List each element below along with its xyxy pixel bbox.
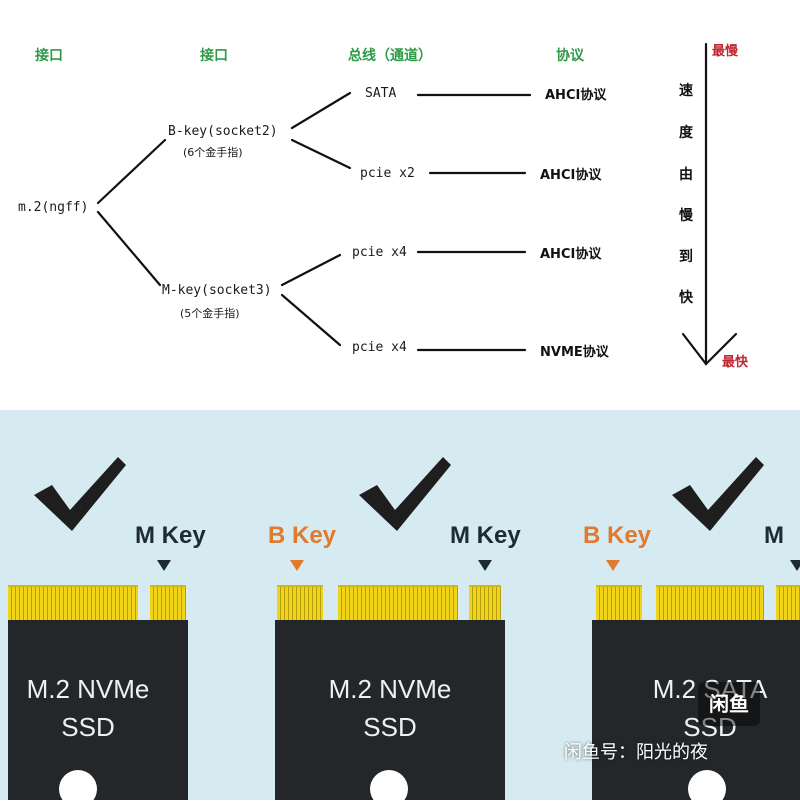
m-key-label: M bbox=[764, 522, 784, 549]
bus-sata: SATA bbox=[365, 86, 397, 101]
gold-contacts bbox=[776, 585, 800, 623]
mkey-label: M-key(socket3) bbox=[162, 283, 272, 298]
gold-contacts bbox=[8, 585, 138, 623]
gold-contacts bbox=[596, 585, 642, 623]
gold-contacts bbox=[277, 585, 323, 623]
m-key-marker-icon bbox=[790, 560, 800, 571]
b-key-marker-icon bbox=[290, 560, 304, 571]
photo-top-border bbox=[0, 400, 800, 410]
m-key-marker-icon bbox=[478, 560, 492, 571]
protocol-nvme: NVME协议 bbox=[540, 345, 609, 360]
mounting-notch bbox=[59, 770, 97, 808]
mkey-sublabel: (5个金手指) bbox=[180, 307, 240, 320]
m2-interface-diagram: 接口 接口 总线（通道） 协议 m.2(ngff) B-key(socket2)… bbox=[0, 0, 800, 400]
header-interface-2: 接口 bbox=[200, 48, 228, 64]
checkmark-icon bbox=[34, 457, 126, 531]
bus-pcie-x4-b: pcie x4 bbox=[352, 340, 407, 355]
checkmark-icon bbox=[359, 457, 451, 531]
mounting-notch bbox=[688, 770, 726, 808]
line-bkey-to-sata bbox=[290, 91, 352, 130]
ssd-name-line1: M.2 SATA bbox=[652, 674, 768, 704]
header-protocol: 协议 bbox=[556, 48, 584, 64]
ssd-board bbox=[592, 620, 800, 800]
speed-caption-char: 快 bbox=[679, 290, 693, 306]
b-key-label: B Key bbox=[583, 522, 652, 549]
protocol-ahci-3: AHCI协议 bbox=[540, 247, 602, 262]
bus-pcie-x4-a: pcie x4 bbox=[352, 245, 407, 260]
gold-contacts bbox=[469, 585, 501, 623]
gold-contacts bbox=[338, 585, 458, 623]
bkey-sublabel: (6个金手指) bbox=[183, 146, 243, 159]
line-root-to-bkey bbox=[96, 138, 167, 205]
speed-caption-char: 慢 bbox=[679, 208, 693, 224]
ssd-name-line1: M.2 NVMe bbox=[328, 674, 452, 704]
gold-contacts bbox=[656, 585, 764, 623]
speed-arrow-head bbox=[681, 332, 738, 366]
root-node-m2: m.2(ngff) bbox=[18, 200, 89, 215]
speed-slowest-label: 最慢 bbox=[712, 44, 739, 59]
diagram-connector-lines bbox=[96, 42, 738, 366]
speed-caption-char: 由 bbox=[679, 167, 693, 183]
protocol-ahci-2: AHCI协议 bbox=[540, 168, 602, 183]
mounting-notch bbox=[370, 770, 408, 808]
checkmark-icon bbox=[672, 457, 764, 531]
ssd-board bbox=[8, 620, 188, 800]
line-mkey-to-pciex4b bbox=[280, 293, 342, 347]
speed-caption-char: 速 bbox=[679, 83, 693, 99]
line-root-to-mkey bbox=[96, 210, 162, 287]
line-mkey-to-pciex4a bbox=[280, 253, 342, 287]
m-key-marker-icon bbox=[157, 560, 171, 571]
bus-pcie-x2: pcie x2 bbox=[360, 166, 415, 181]
speed-fastest-label: 最快 bbox=[722, 355, 749, 370]
bkey-label: B-key(socket2) bbox=[168, 124, 278, 139]
b-key-marker-icon bbox=[606, 560, 620, 571]
header-interface-1: 接口 bbox=[35, 48, 63, 64]
ssd-name-line2: SSD bbox=[61, 712, 115, 742]
speed-caption-char: 度 bbox=[679, 125, 693, 141]
gold-contacts bbox=[150, 585, 186, 623]
ssd-name-line2: SSD bbox=[683, 712, 737, 742]
speed-caption-char: 到 bbox=[679, 249, 693, 265]
m-key-label: M Key bbox=[450, 522, 521, 549]
watermark-text: 闲鱼号：阳光的夜 bbox=[564, 742, 708, 763]
ssd-name-line2: SSD bbox=[363, 712, 417, 742]
m-key-label: M Key bbox=[135, 522, 206, 549]
protocol-ahci-1: AHCI协议 bbox=[545, 88, 607, 103]
xianyu-logo-icon: 闲鱼 bbox=[698, 682, 760, 726]
b-key-label: B Key bbox=[268, 522, 337, 549]
header-bus: 总线（通道） bbox=[348, 48, 432, 64]
line-bkey-to-pciex2 bbox=[290, 138, 352, 170]
ssd-name-line1: M.2 NVMe bbox=[26, 674, 150, 704]
